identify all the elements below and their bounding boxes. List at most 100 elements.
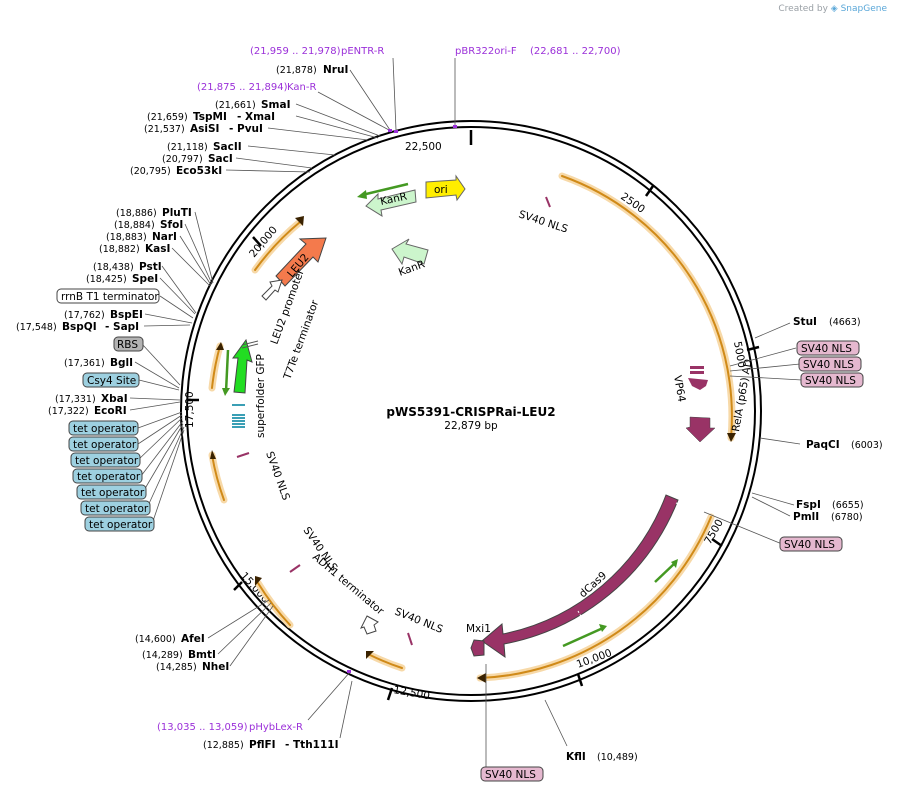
site-pos: (18,438) (93, 262, 134, 273)
tet-operator-label: tet operator (75, 455, 139, 467)
credit-prefix: Created by (778, 4, 828, 14)
plasmid-length: 22,879 bp (444, 420, 498, 432)
site-name: SacI (208, 153, 233, 165)
site-name: BspQI (62, 321, 97, 333)
site-name: StuI (793, 316, 817, 328)
site-pos: (14,285) (156, 662, 197, 673)
site-name: Eco53kI (176, 165, 222, 177)
site-name: PstI (139, 261, 162, 273)
credit-brand: SnapGene (840, 4, 887, 14)
nls-box-label: SV40 NLS (803, 359, 854, 371)
site-pos: (21,878) (276, 65, 317, 76)
site-pos: (18,886) (116, 208, 157, 219)
tet-operator-label: tet operator (73, 423, 137, 435)
site-pos: (20,795) (130, 166, 171, 177)
site-name: SfoI (160, 219, 183, 231)
orf-arrowheads (210, 216, 736, 683)
site-extra: - XmaI (237, 111, 275, 123)
orf-arcs (208, 172, 736, 682)
ruler-label-5000: 5000 (731, 340, 747, 368)
site-labels-left: (21,878) NruI (21,661) SmaI (21,659) Tsp… (16, 64, 348, 751)
nls-label-4: SV40 NLS (393, 606, 445, 636)
site-name: AsiSI (190, 123, 219, 135)
green-arrows (224, 182, 676, 648)
site-pos: (12,885) (203, 740, 244, 751)
adh1-label: ADH1 terminator (310, 551, 386, 618)
nls-box-label: SV40 NLS (805, 375, 856, 387)
site-pos: (17,322) (48, 406, 89, 417)
rela-arrow (685, 416, 716, 443)
ori-arrow (425, 174, 466, 202)
dcas9-arrow (481, 494, 679, 659)
site-pos: (21,537) (144, 124, 185, 135)
site-name: KasI (145, 243, 170, 255)
primer-marks (347, 125, 457, 673)
site-name: EcoRI (94, 405, 127, 417)
site-pos: (14,289) (142, 650, 183, 661)
site-extra: - PvuI (229, 123, 263, 135)
ruler-label-12500: 12,500 (392, 684, 430, 702)
site-pos: (6003) (851, 440, 883, 451)
site-pos: (17,762) (64, 310, 105, 321)
mxi1-arrow (470, 639, 485, 657)
plasmid-name: pWS5391-CRISPRai-LEU2 (386, 405, 555, 419)
site-pos: (18,882) (99, 244, 140, 255)
site-pos: (4663) (829, 317, 861, 328)
site-name: PflFI (249, 739, 276, 751)
adh1-arrow (360, 615, 379, 635)
site-pos: (10,489) (597, 752, 638, 763)
site-name: SacII (213, 141, 242, 153)
tet-operator-label: tet operator (85, 503, 149, 515)
primer-name: pBR322ori-F (455, 46, 517, 57)
nls-box-label: SV40 NLS (784, 539, 835, 551)
leu2-arrow (275, 237, 327, 287)
boxed-labels: rrnB T1 terminator RBS Csy4 Site tet ope… (56, 288, 864, 782)
sfgfp-label: superfolder GFP (255, 354, 267, 438)
nls-label-1: SV40 NLS (517, 208, 569, 235)
primer-pos: (21,875 .. 21,894) (197, 82, 288, 93)
site-name: FspI (796, 499, 821, 511)
rrnb-terminator-label: rrnB T1 terminator (61, 291, 159, 303)
tet-operator-marks (232, 404, 245, 428)
tet-operator-label: tet operator (73, 439, 137, 451)
site-name: PaqCI (806, 439, 840, 451)
site-extra: - Tth111I (285, 739, 339, 751)
kanr-arrow-1 (365, 189, 417, 218)
site-name: PluTI (162, 207, 192, 219)
site-name: SmaI (261, 99, 291, 111)
ruler-label-22500: 22,500 (405, 141, 442, 153)
site-pos: (17,331) (55, 394, 96, 405)
site-pos: (20,797) (162, 154, 203, 165)
primer-pos: (21,959 .. 21,978) (250, 46, 341, 57)
backbone-inner (186, 126, 756, 696)
site-name: TspMI (193, 111, 227, 123)
primer-labels: (21,959 .. 21,978) pENTR-R pBR322ori-F (… (157, 46, 621, 733)
primer-pos: (22,681 .. 22,700) (530, 46, 621, 57)
site-pos: (17,361) (64, 358, 105, 369)
sfgfp-arrow (232, 338, 253, 394)
rbs-label: RBS (117, 339, 138, 351)
site-name: NruI (323, 64, 348, 76)
nls-box-label: SV40 NLS (801, 343, 852, 355)
snapgene-credit: Created by ◈ SnapGene (778, 4, 887, 14)
site-pos: (18,883) (106, 232, 147, 243)
site-labels-right: StuI (4663) PaqCI (6003) FspI (6655) Pml… (566, 316, 883, 763)
tet-operator-label: tet operator (89, 519, 153, 531)
primer-name: pENTR-R (341, 46, 384, 57)
site-name: NarI (152, 231, 177, 243)
site-name: SpeI (132, 273, 158, 285)
site-name: BspEI (110, 309, 143, 321)
site-pos: (21,659) (147, 112, 188, 123)
kanr-arrow-2 (391, 238, 429, 266)
site-name: PmlI (793, 511, 819, 523)
site-pos: (18,425) (86, 274, 127, 285)
site-pos: (18,884) (114, 220, 155, 231)
site-pos: (14,600) (135, 634, 176, 645)
tet-operator-label: tet operator (81, 487, 145, 499)
site-pos: (21,661) (215, 100, 256, 111)
ruler-label-17500: 17,500 (184, 391, 196, 428)
mxi1-label: Mxi1 (466, 623, 491, 635)
nls-label-2: SV40 NLS (263, 450, 292, 502)
primer-pos: (13,035 .. 13,059) (157, 722, 248, 733)
site-extra: - SapI (105, 321, 139, 333)
